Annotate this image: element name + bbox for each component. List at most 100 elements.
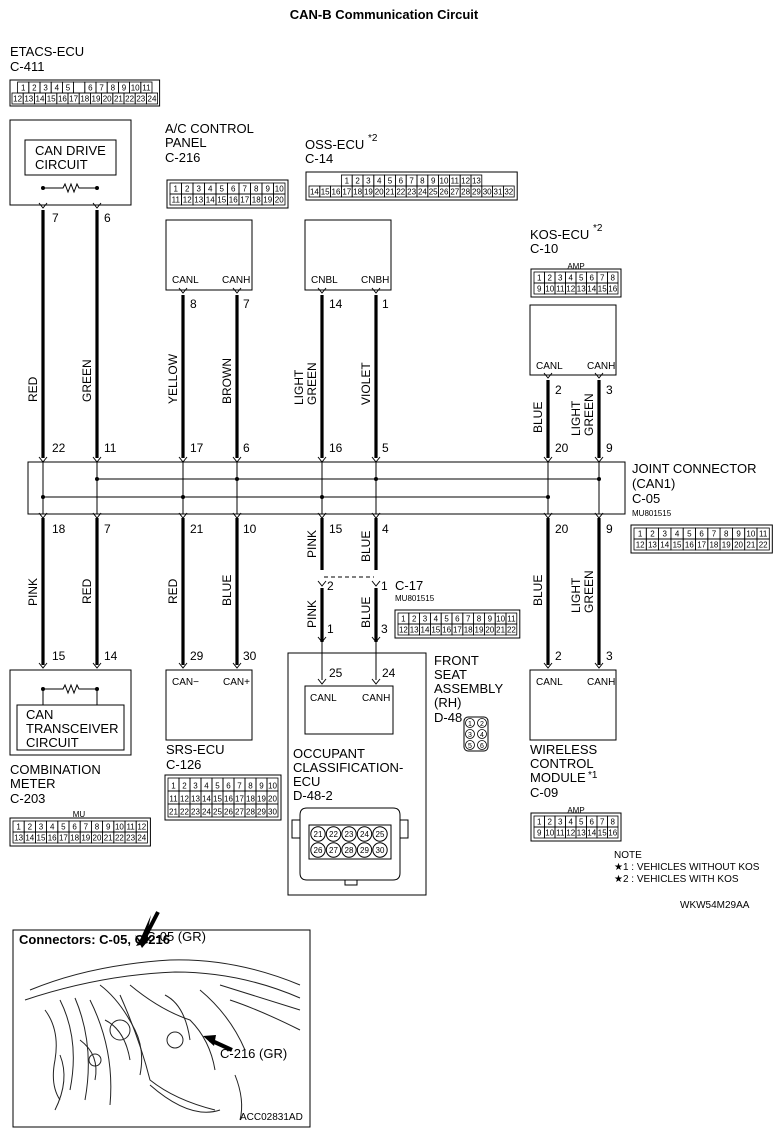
connector-cavity [465, 729, 475, 739]
cavity-number: 28 [246, 808, 255, 817]
pin-number: 20 [555, 522, 569, 536]
connector-mark [317, 636, 327, 643]
cavity-number: 20 [103, 95, 112, 104]
cavity-number: 13 [410, 626, 419, 635]
cavity-number: 1 [537, 274, 542, 283]
cavity-number: 6 [590, 274, 595, 283]
pin-number: 7 [52, 211, 59, 225]
cavity-number: 15 [598, 285, 607, 294]
wcm-amp-label: AMP [567, 806, 584, 815]
srs-can-plus-label: CAN+ [223, 677, 250, 688]
pin-number: 16 [329, 441, 343, 455]
cavity-number: 14 [310, 188, 319, 197]
c17-connector-id: C-17 [395, 578, 423, 593]
wire-color-label: LIGHT [569, 577, 583, 613]
pin-number: 11 [104, 441, 117, 455]
d482-connector-shell [299, 807, 401, 881]
cavity-number: 16 [224, 795, 233, 804]
cavity-number: 16 [685, 541, 694, 550]
cavity-number: 13 [191, 795, 200, 804]
connector-mark [594, 372, 604, 379]
cavity-number: 3 [197, 185, 202, 194]
cavity-number: 7 [99, 84, 104, 93]
pin-number: 7 [243, 297, 250, 311]
cavity-number: 11 [172, 196, 181, 205]
cavity-number: 11 [169, 795, 178, 804]
cavity-number: 17 [235, 795, 244, 804]
cavity-number: 11 [142, 84, 151, 93]
occ-name-2: CLASSIFICATION- [293, 760, 403, 775]
cavity-number: 11 [556, 829, 565, 838]
wcm-box [529, 669, 617, 741]
cavity-number: 22 [125, 95, 134, 104]
joint-connector-id: C-05 [632, 491, 660, 506]
occ-connector-id: D-48-2 [293, 788, 333, 803]
junction-dot [41, 186, 45, 190]
cavity-number: 17 [69, 95, 78, 104]
cavity-number: 12 [566, 829, 575, 838]
connector-mark [92, 512, 102, 519]
cavity-number: 24 [137, 834, 146, 843]
cavity-number: 12 [13, 95, 22, 104]
cavity-number: 5 [579, 274, 584, 283]
connector-mark [178, 287, 188, 294]
connector-cavity [505, 623, 518, 636]
cavity-number: 8 [95, 823, 100, 832]
cavity-number: 16 [608, 829, 617, 838]
cavity-number: 5 [215, 782, 220, 791]
cavity-number: 20 [375, 188, 384, 197]
note-line-1: ★1 : VEHICLES WITHOUT KOS [614, 862, 760, 873]
cavity-number: 17 [59, 834, 68, 843]
cavity-number: 20 [268, 795, 277, 804]
cavity-number: 5 [220, 185, 225, 194]
cavity-number: 6 [455, 615, 460, 624]
connector-cavity [325, 826, 342, 842]
connector-cavity [73, 81, 86, 94]
connector-cavity [310, 826, 326, 842]
cavity-number: 26 [224, 808, 233, 817]
cavity-number: 6 [480, 743, 484, 750]
connector-cavity [356, 842, 373, 858]
oss-mark: *2 [368, 133, 378, 144]
cavity-number: 14 [421, 626, 430, 635]
connector-mark [543, 372, 553, 379]
cavity-number: 19 [475, 626, 484, 635]
cavity-number: 22 [180, 808, 189, 817]
cavity-number: 16 [332, 188, 341, 197]
pin-number: 29 [190, 649, 204, 663]
cavity-number: 4 [675, 530, 680, 539]
cavity-number: 3 [43, 84, 48, 93]
cavity-number: 19 [92, 95, 101, 104]
pin-number: 10 [243, 522, 257, 536]
wire-color-label: PINK [305, 600, 319, 628]
cavity-number: 10 [275, 185, 284, 194]
wire-color-label: RED [166, 578, 180, 604]
pin-number: 5 [382, 441, 389, 455]
kos-canl-label: CANL [536, 361, 563, 372]
cavity-number: 12 [137, 823, 146, 832]
cavity-number: 6 [231, 185, 236, 194]
wire-color-label: BLUE [359, 531, 373, 562]
cavity-number: 7 [237, 782, 242, 791]
etacs-connector-id: C-411 [10, 59, 44, 74]
cavity-number: 16 [229, 196, 238, 205]
cavity-number: 21 [114, 95, 123, 104]
cavity-number: 27 [329, 846, 338, 855]
cavity-number: 27 [235, 808, 244, 817]
cavity-number: 14 [587, 285, 596, 294]
srs-box [165, 669, 253, 741]
cavity-number: 26 [440, 188, 449, 197]
wire-color-label: LIGHT [569, 400, 583, 436]
wire-color-label: YELLOW [166, 353, 180, 404]
connector-mark [178, 662, 188, 669]
cavity-number: 20 [734, 541, 743, 550]
cavity-number: 2 [650, 530, 655, 539]
connector-cavity [310, 842, 326, 858]
wire-color-label: PINK [305, 530, 319, 558]
cavity-number: 16 [48, 834, 57, 843]
cavity-number: 31 [494, 188, 503, 197]
connector-cavity [502, 185, 515, 198]
